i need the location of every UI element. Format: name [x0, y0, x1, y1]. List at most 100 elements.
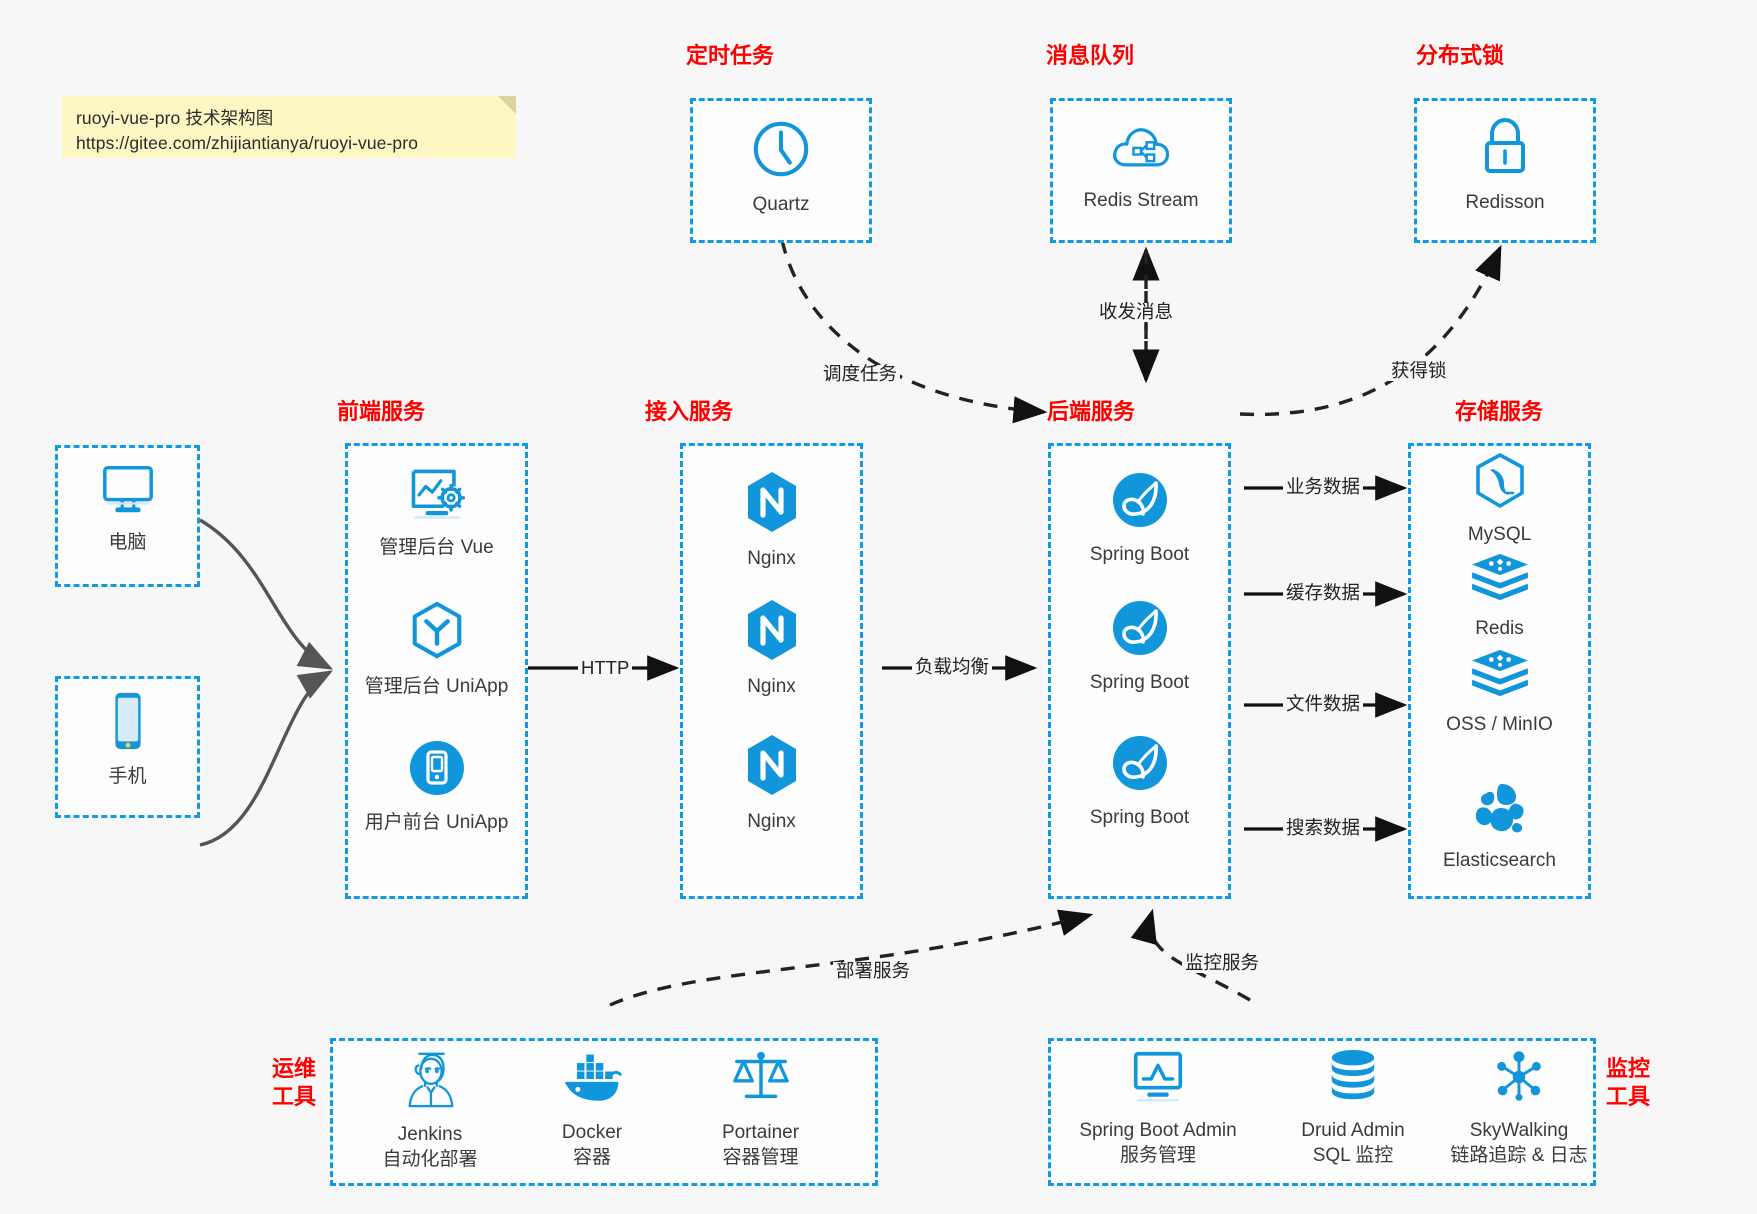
node-redis-stream[interactable]: Redis Stream: [1050, 118, 1232, 214]
jenkins-icon: [401, 1048, 459, 1115]
edge-label-deploy-service: 部署服务: [833, 961, 914, 981]
nginx-icon: [743, 598, 801, 667]
node-label: Spring Boot: [1089, 672, 1190, 693]
node-label: 手机: [108, 766, 147, 787]
database-icon: [1325, 1048, 1381, 1111]
node-label: Spring Boot: [1089, 807, 1190, 828]
monitor-chart-icon: [1127, 1048, 1189, 1111]
node-label: Nginx: [747, 676, 796, 697]
note-line-2: https://gitee.com/zhijiantianya/ruoyi-vu…: [76, 133, 419, 154]
node-label: Spring Boot Admin 服务管理: [1079, 1120, 1237, 1166]
node-admin-vue[interactable]: 管理后台 Vue: [345, 465, 528, 561]
node-label: Redis Stream: [1083, 190, 1199, 211]
edge-label-schedule-task: 调度任务: [820, 364, 901, 384]
node-label: Elasticsearch: [1443, 850, 1556, 871]
nginx-icon: [743, 470, 801, 539]
node-redisson[interactable]: Redisson: [1414, 116, 1596, 216]
edge-computer-to-frontend: [199, 518, 334, 670]
node-phone[interactable]: 手机: [55, 690, 200, 790]
node-nginx-1[interactable]: Nginx: [680, 470, 863, 572]
group-title-backend: 后端服务: [1046, 399, 1135, 424]
node-label: MySQL: [1467, 524, 1532, 545]
node-oss-minio[interactable]: OSS / MinIO: [1408, 648, 1591, 738]
group-box-distributed-lock: [1414, 98, 1596, 243]
node-label: Redisson: [1465, 192, 1545, 213]
node-druid-admin[interactable]: Druid Admin SQL 监控: [1268, 1048, 1438, 1168]
node-label: SkyWalking 链路追踪 & 日志: [1450, 1120, 1588, 1166]
node-label: 用户前台 UniApp: [364, 812, 509, 833]
node-elasticsearch[interactable]: Elasticsearch: [1408, 780, 1591, 874]
node-springboot-3[interactable]: Spring Boot: [1048, 733, 1231, 831]
edge-label-cache-data: 缓存数据: [1283, 583, 1364, 603]
node-label: 电脑: [108, 532, 147, 553]
group-title-monitor: 监控 工具: [1606, 1056, 1651, 1109]
node-docker[interactable]: Docker 容器: [512, 1052, 672, 1170]
edge-schedule-task: [780, 239, 1048, 424]
edge-label-load-balance: 负载均衡: [912, 657, 993, 677]
cloud-network-icon: [1109, 118, 1173, 181]
node-label: Nginx: [747, 548, 796, 569]
node-spring-boot-admin[interactable]: Spring Boot Admin 服务管理: [1058, 1048, 1258, 1168]
node-jenkins[interactable]: Jenkins 自动化部署: [350, 1048, 510, 1172]
edge-label-file-data: 文件数据: [1283, 694, 1364, 714]
desktop-monitor-icon: [97, 462, 159, 523]
lock-icon: [1476, 116, 1534, 183]
node-springboot-2[interactable]: Spring Boot: [1048, 598, 1231, 696]
uniapp-cube-icon: [407, 600, 467, 667]
mysql-icon: [1473, 452, 1527, 515]
group-title-message-queue: 消息队列: [1045, 43, 1134, 68]
node-label: Redis: [1475, 618, 1524, 639]
node-label: Jenkins 自动化部署: [382, 1124, 478, 1170]
clock-icon: [750, 118, 812, 185]
node-admin-uniapp[interactable]: 管理后台 UniApp: [345, 600, 528, 700]
node-computer[interactable]: 电脑: [55, 462, 200, 556]
node-nginx-2[interactable]: Nginx: [680, 598, 863, 700]
node-mysql[interactable]: MySQL: [1408, 452, 1591, 548]
node-label: Quartz: [752, 194, 810, 215]
group-title-frontend: 前端服务: [336, 399, 425, 424]
node-springboot-1[interactable]: Spring Boot: [1048, 470, 1231, 568]
node-redis[interactable]: Redis: [1408, 552, 1591, 642]
node-label: 管理后台 UniApp: [364, 676, 509, 697]
group-title-distributed-lock: 分布式锁: [1415, 43, 1504, 68]
edge-label-acquire-lock: 获得锁: [1388, 361, 1450, 381]
node-nginx-3[interactable]: Nginx: [680, 733, 863, 835]
title-note: ruoyi-vue-pro 技术架构图 https://gitee.com/zh…: [62, 96, 516, 158]
mobile-phone-icon: [105, 690, 151, 757]
group-box-monitor: [1048, 1038, 1596, 1186]
node-label: Portainer 容器管理: [721, 1122, 800, 1168]
edge-label-business-data: 业务数据: [1283, 477, 1364, 497]
group-title-storage: 存储服务: [1454, 399, 1543, 424]
node-label: Spring Boot: [1089, 544, 1190, 565]
spring-boot-icon: [1110, 598, 1170, 663]
elasticsearch-icon: [1472, 780, 1528, 841]
mobile-app-icon: [407, 738, 467, 803]
scales-icon: [730, 1048, 792, 1113]
docker-whale-icon: [560, 1052, 624, 1113]
dashboard-gear-icon: [405, 465, 469, 528]
nginx-icon: [743, 733, 801, 802]
node-label: Druid Admin SQL 监控: [1301, 1120, 1405, 1166]
skywalking-icon: [1490, 1048, 1548, 1111]
node-label: Nginx: [747, 811, 796, 832]
node-label: Docker 容器: [561, 1122, 623, 1168]
edge-label-search-data: 搜索数据: [1283, 818, 1364, 838]
edge-label-monitor-service: 监控服务: [1182, 953, 1263, 973]
spring-boot-icon: [1110, 470, 1170, 535]
node-user-uniapp[interactable]: 用户前台 UniApp: [345, 738, 528, 836]
redis-icon: [1469, 552, 1531, 609]
note-fold-corner: [498, 96, 516, 114]
node-label: OSS / MinIO: [1446, 714, 1553, 735]
redis-icon: [1469, 648, 1531, 705]
group-title-access: 接入服务: [644, 399, 733, 424]
edge-acquire-lock: [1239, 244, 1502, 417]
group-title-scheduled-task: 定时任务: [685, 43, 774, 68]
group-box-message-queue: [1050, 98, 1232, 243]
node-label: 管理后台 Vue: [379, 537, 494, 558]
edge-phone-to-frontend: [199, 670, 333, 847]
node-quartz[interactable]: Quartz: [690, 118, 872, 218]
spring-boot-icon: [1110, 733, 1170, 798]
node-portainer[interactable]: Portainer 容器管理: [678, 1048, 843, 1170]
node-skywalking[interactable]: SkyWalking 链路追踪 & 日志: [1434, 1048, 1604, 1168]
